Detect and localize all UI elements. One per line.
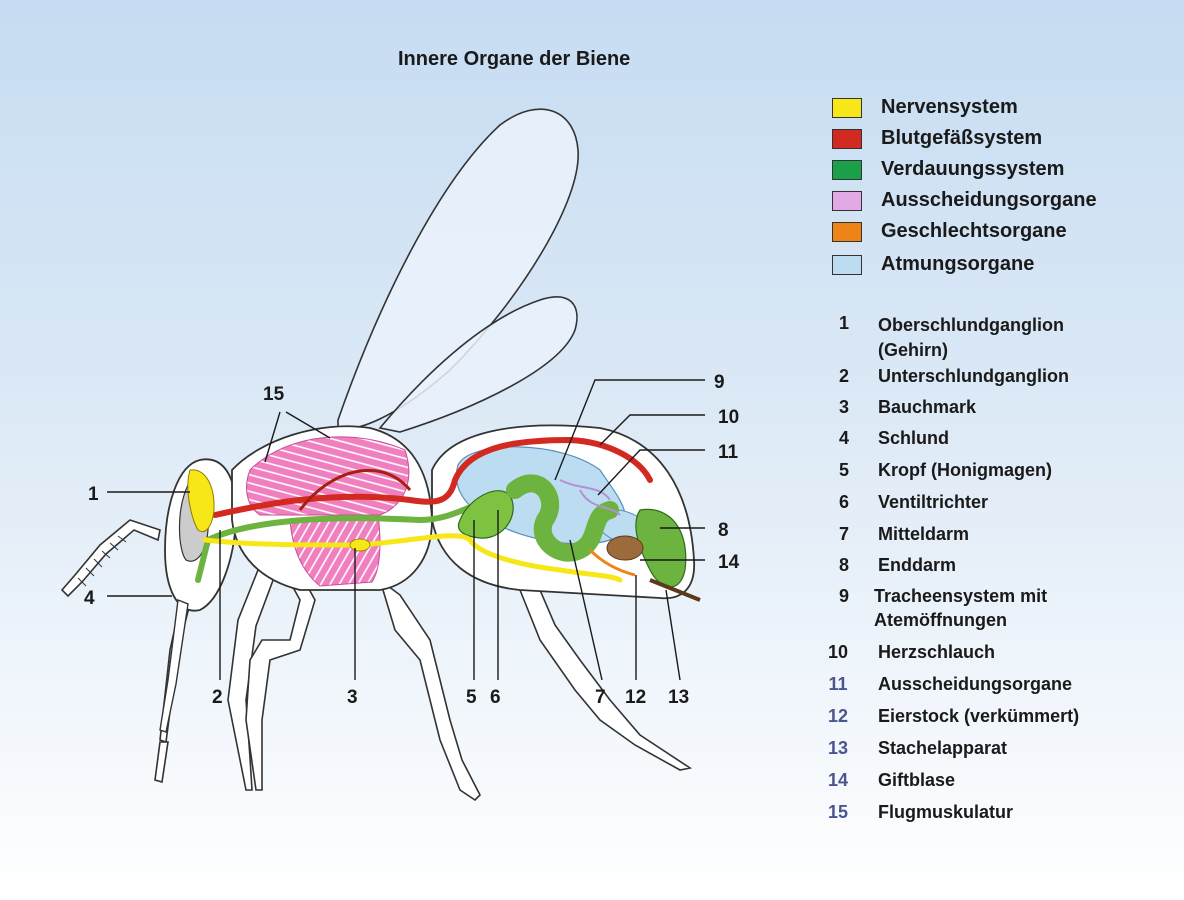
- ovary: [588, 548, 636, 577]
- proboscis: [159, 599, 189, 733]
- key-number: 3: [838, 397, 849, 417]
- key-text: Unterschlundganglion: [878, 366, 1069, 386]
- legend-label: Verdauungssystem: [881, 158, 1065, 180]
- key-text: Giftblase: [878, 770, 956, 790]
- key-number: 9: [838, 586, 849, 606]
- callout-8: 8: [718, 520, 729, 541]
- key-text: Schlund: [878, 428, 949, 448]
- legend-swatch: [832, 255, 862, 275]
- callout-6: 6: [490, 687, 501, 708]
- key-number: 13: [827, 738, 849, 758]
- midgut: [506, 474, 619, 562]
- callout-11: 11: [718, 442, 739, 463]
- antenna-segments: [77, 535, 127, 587]
- key-number: 5: [838, 460, 849, 480]
- key-text: Ausscheidungsorgane: [878, 674, 1073, 694]
- callout-leaders: [107, 379, 705, 681]
- legend-item-digestive: Verdauungssystem: [832, 156, 1064, 184]
- key-text: Herzschlauch: [878, 642, 996, 662]
- heart-tube: [212, 436, 653, 518]
- callout-1: 1: [88, 484, 99, 505]
- legend-label: Blutgefäßsystem: [881, 127, 1043, 149]
- key-number: 11: [828, 674, 848, 694]
- key-number: 6: [838, 492, 849, 512]
- wings: [337, 108, 579, 433]
- callout-13: 13: [668, 687, 689, 708]
- sting-apparatus: [649, 578, 701, 602]
- legend-swatch: [832, 160, 862, 180]
- key-number: 2: [838, 366, 849, 386]
- legend-swatch: [832, 222, 862, 242]
- key-number: 7: [838, 524, 849, 544]
- legend-label: Atmungsorgane: [881, 253, 1035, 275]
- key-text: Eierstock (verkümmert): [878, 706, 1080, 726]
- hindwing: [378, 296, 578, 433]
- callout-15: 15: [263, 384, 285, 405]
- key-text: Bauchmark: [878, 397, 977, 417]
- legend-label: Nervensystem: [881, 96, 1018, 118]
- key-text: Stachelapparat: [878, 738, 1008, 758]
- key-text: Oberschlundganglion: [878, 315, 1065, 335]
- key-number: 15: [827, 802, 849, 822]
- callout-2: 2: [212, 687, 223, 708]
- callout-10: 10: [718, 407, 739, 428]
- callout-14: 14: [718, 552, 740, 573]
- key-text: Kropf (Honigmagen): [878, 460, 1052, 480]
- crop-honey-stomach: [457, 490, 514, 539]
- legend-item-reproductive: Geschlechtsorgane: [832, 218, 1067, 246]
- key-number: 10: [827, 642, 849, 662]
- key-text: Enddarm: [878, 555, 957, 575]
- venom-sac: [606, 535, 644, 561]
- legend-swatch: [832, 129, 862, 149]
- callout-7: 7: [595, 687, 606, 708]
- key-text-continued: (Gehirn): [878, 340, 948, 360]
- legend-swatch: [832, 191, 862, 211]
- legend-item-excretory: Ausscheidungsorgane: [832, 187, 1097, 215]
- legend-item-nervous: Nervensystem: [832, 94, 1018, 122]
- callout-12: 12: [625, 687, 646, 708]
- key-text: Mitteldarm: [878, 524, 970, 544]
- legend-item-blood: Blutgefäßsystem: [832, 125, 1042, 153]
- key-number: 1: [838, 313, 849, 333]
- legend-label: Geschlechtsorgane: [881, 220, 1067, 242]
- callout-5: 5: [466, 687, 477, 708]
- key-text: Ventiltrichter: [878, 492, 989, 512]
- key-text-continued: Atemöffnungen: [874, 610, 1007, 630]
- key-number: 8: [838, 555, 849, 575]
- legend-swatch: [832, 98, 862, 118]
- diagram-title: Innere Organe der Biene: [398, 48, 631, 70]
- legend-item-respiratory: Atmungsorgane: [832, 251, 1034, 279]
- key-number: 12: [827, 706, 849, 726]
- key-number: 14: [827, 770, 849, 790]
- ventral-nerve-cord: [202, 533, 623, 583]
- callout-9: 9: [714, 372, 725, 393]
- key-text: Tracheensystem mit: [874, 586, 1048, 606]
- legs: [154, 538, 693, 802]
- esophagus: [195, 497, 493, 583]
- key-text: Flugmuskulatur: [878, 802, 1014, 822]
- callout-4: 4: [84, 588, 95, 609]
- callout-3: 3: [347, 687, 358, 708]
- brain-ganglion: [187, 469, 215, 533]
- key-number: 4: [838, 428, 849, 448]
- legend-label: Ausscheidungsorgane: [881, 189, 1097, 211]
- malpighian-tubules: [559, 479, 621, 516]
- antenna: [60, 519, 161, 598]
